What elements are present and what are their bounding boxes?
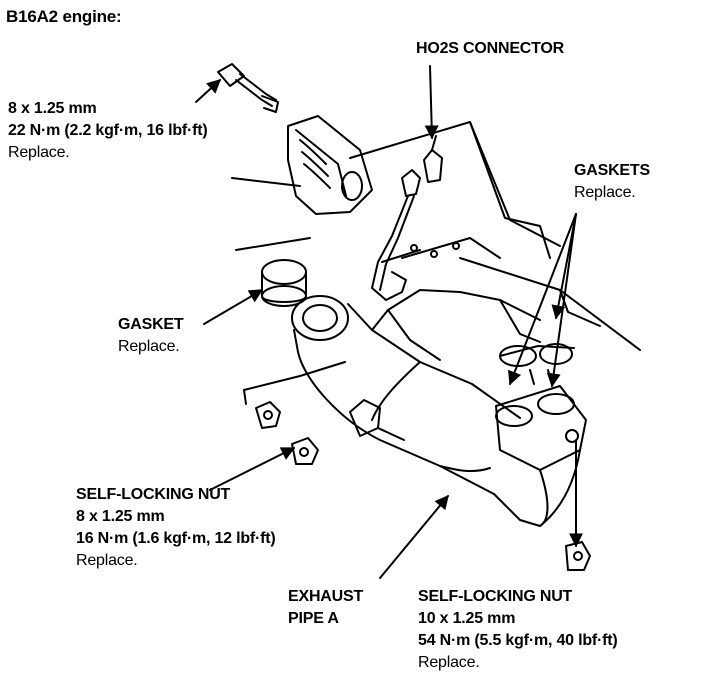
leader-lines <box>195 65 583 579</box>
nut-left-lower <box>291 437 319 465</box>
top-bolt <box>217 63 279 113</box>
left-gasket-ring <box>261 259 307 307</box>
gaskets-label: GASKETS <box>574 162 650 179</box>
twin-port-flange <box>495 385 587 527</box>
top-bolt-torque: 22 N·m (2.2 kgf·m, 16 lbf·ft) <box>8 122 208 139</box>
upper-right-gaskets <box>499 343 575 385</box>
upper-flange <box>287 115 373 215</box>
ho2s-sensor <box>371 135 443 301</box>
left-nut-torque: 16 N·m (1.6 kgf·m, 12 lbf·ft) <box>76 530 276 547</box>
ho2s-connector-label: HO2S CONNECTOR <box>416 40 565 57</box>
right-nut-note: Replace. <box>418 654 480 671</box>
right-nut-label: SELF-LOCKING NUT <box>418 588 573 605</box>
right-nut-torque: 54 N·m (5.5 kgf·m, 40 lbf·ft) <box>418 632 618 649</box>
top-bolt-size: 8 x 1.25 mm <box>8 100 97 117</box>
exhaust-pipe-label-line2: PIPE A <box>288 610 339 627</box>
gasket-note: Replace. <box>118 338 180 355</box>
left-nut-size: 8 x 1.25 mm <box>76 508 165 525</box>
left-nut-note: Replace. <box>76 552 138 569</box>
gaskets-note: Replace. <box>574 184 636 201</box>
top-bolt-note: Replace. <box>8 144 70 161</box>
hardware-dots <box>410 242 460 258</box>
right-nut-size: 10 x 1.25 mm <box>418 610 516 627</box>
gasket-label: GASKET <box>118 316 184 333</box>
exhaust-pipe-body <box>291 289 541 527</box>
nut-left-upper <box>255 401 281 429</box>
left-nut-label: SELF-LOCKING NUT <box>76 486 231 503</box>
exhaust-pipe-label-line1: EXHAUST <box>288 588 364 605</box>
mounting-bracket <box>349 399 405 441</box>
diagram-title: B16A2 engine: <box>6 7 122 26</box>
nut-right-lower <box>565 541 591 571</box>
